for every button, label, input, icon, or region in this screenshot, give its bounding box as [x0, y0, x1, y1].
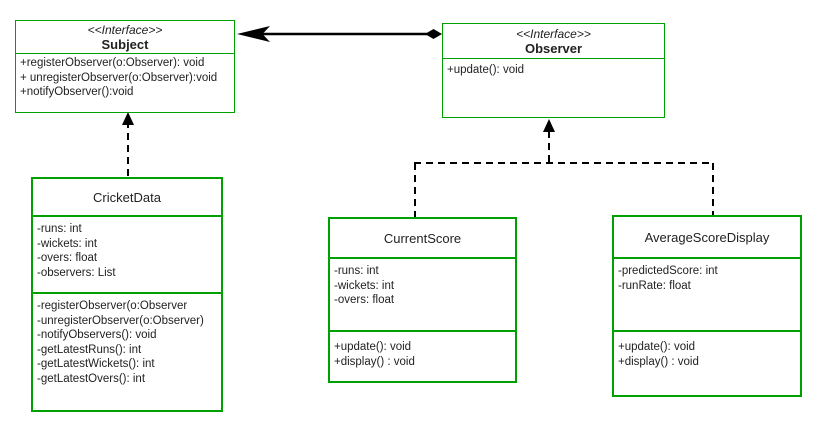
attribute-line: -predictedScore: int	[618, 265, 718, 277]
method-line: -getLatestRuns(): int	[37, 343, 142, 356]
class-cricketdata[interactable]: CricketData -runs: int -wickets: int -ov…	[31, 177, 223, 412]
class-subject[interactable]: <<Interface>> Subject +registerObserver(…	[15, 20, 235, 113]
method-line: +display() : void	[334, 355, 415, 368]
class-name: CricketData	[93, 189, 161, 205]
class-currentscore-title: CurrentScore	[330, 219, 515, 259]
class-averagescoredisplay-methods: +update(): void +display() : void	[614, 332, 800, 369]
class-currentscore-methods: +update(): void +display() : void	[330, 332, 515, 369]
class-name: CurrentScore	[383, 230, 462, 246]
method-line: +notifyObserver():void	[20, 86, 134, 98]
method-line: +update(): void	[618, 341, 696, 353]
arrowhead-at-subject	[122, 112, 134, 125]
method-line: + unregisterObserver(o:Observer):void	[20, 71, 218, 84]
method-line: -unregisterObserver(o:Observer)	[37, 314, 204, 327]
stereotype-label: <<Interface>>	[516, 26, 591, 41]
attribute-line: -observers: List	[37, 266, 116, 279]
class-cricketdata-methods: -registerObserver(o:Observer -unregister…	[33, 294, 221, 386]
attribute-line: -runRate: float	[618, 279, 691, 292]
connector-cricketdata-subject[interactable]	[122, 112, 134, 176]
method-line: +update(): void	[334, 341, 412, 353]
connector-subject-observer[interactable]	[237, 26, 442, 42]
method-line: -getLatestWickets(): int	[37, 358, 155, 370]
method-line: +registerObserver(o:Observer): void	[20, 57, 205, 69]
attribute-line: -wickets: int	[37, 237, 98, 250]
attribute-line: -overs: float	[334, 294, 395, 306]
class-averagescoredisplay-attributes: -predictedScore: int -runRate: float	[614, 259, 800, 332]
class-currentscore[interactable]: CurrentScore -runs: int -wickets: int -o…	[328, 217, 517, 383]
attribute-line: -runs: int	[334, 265, 379, 277]
class-name: Subject	[101, 36, 149, 52]
stereotype-label: <<Interface>>	[87, 22, 163, 37]
class-name: AverageScoreDisplay	[644, 229, 770, 245]
method-line: +display() : void	[618, 355, 699, 368]
class-name: Observer	[524, 40, 583, 56]
attribute-line: -wickets: int	[334, 279, 395, 292]
class-cricketdata-attributes: -runs: int -wickets: int -overs: float -…	[33, 217, 221, 294]
class-averagescoredisplay[interactable]: AverageScoreDisplay -predictedScore: int…	[612, 215, 802, 397]
class-subject-methods: +registerObserver(o:Observer): void + un…	[16, 54, 234, 100]
class-observer[interactable]: <<Interface>> Observer +update(): void	[442, 23, 665, 118]
class-cricketdata-title: CricketData	[33, 179, 221, 217]
class-observer-methods: +update(): void	[443, 59, 664, 78]
arrowhead-at-observer	[543, 119, 555, 132]
method-line: -getLatestOvers(): int	[37, 372, 146, 385]
attribute-line: -runs: int	[37, 223, 82, 235]
diamond-at-observer	[425, 29, 442, 39]
method-line: +update(): void	[447, 64, 525, 76]
class-subject-title: <<Interface>> Subject	[16, 21, 234, 54]
method-line: -notifyObservers(): void	[37, 329, 157, 341]
method-line: -registerObserver(o:Observer	[37, 300, 188, 312]
class-currentscore-attributes: -runs: int -wickets: int -overs: float	[330, 259, 515, 332]
connector-observer-realizations[interactable]	[414, 119, 714, 217]
class-averagescoredisplay-title: AverageScoreDisplay	[614, 217, 800, 259]
arrowhead-at-subject	[237, 26, 270, 42]
attribute-line: -overs: float	[37, 252, 98, 264]
class-observer-title: <<Interface>> Observer	[443, 24, 664, 59]
